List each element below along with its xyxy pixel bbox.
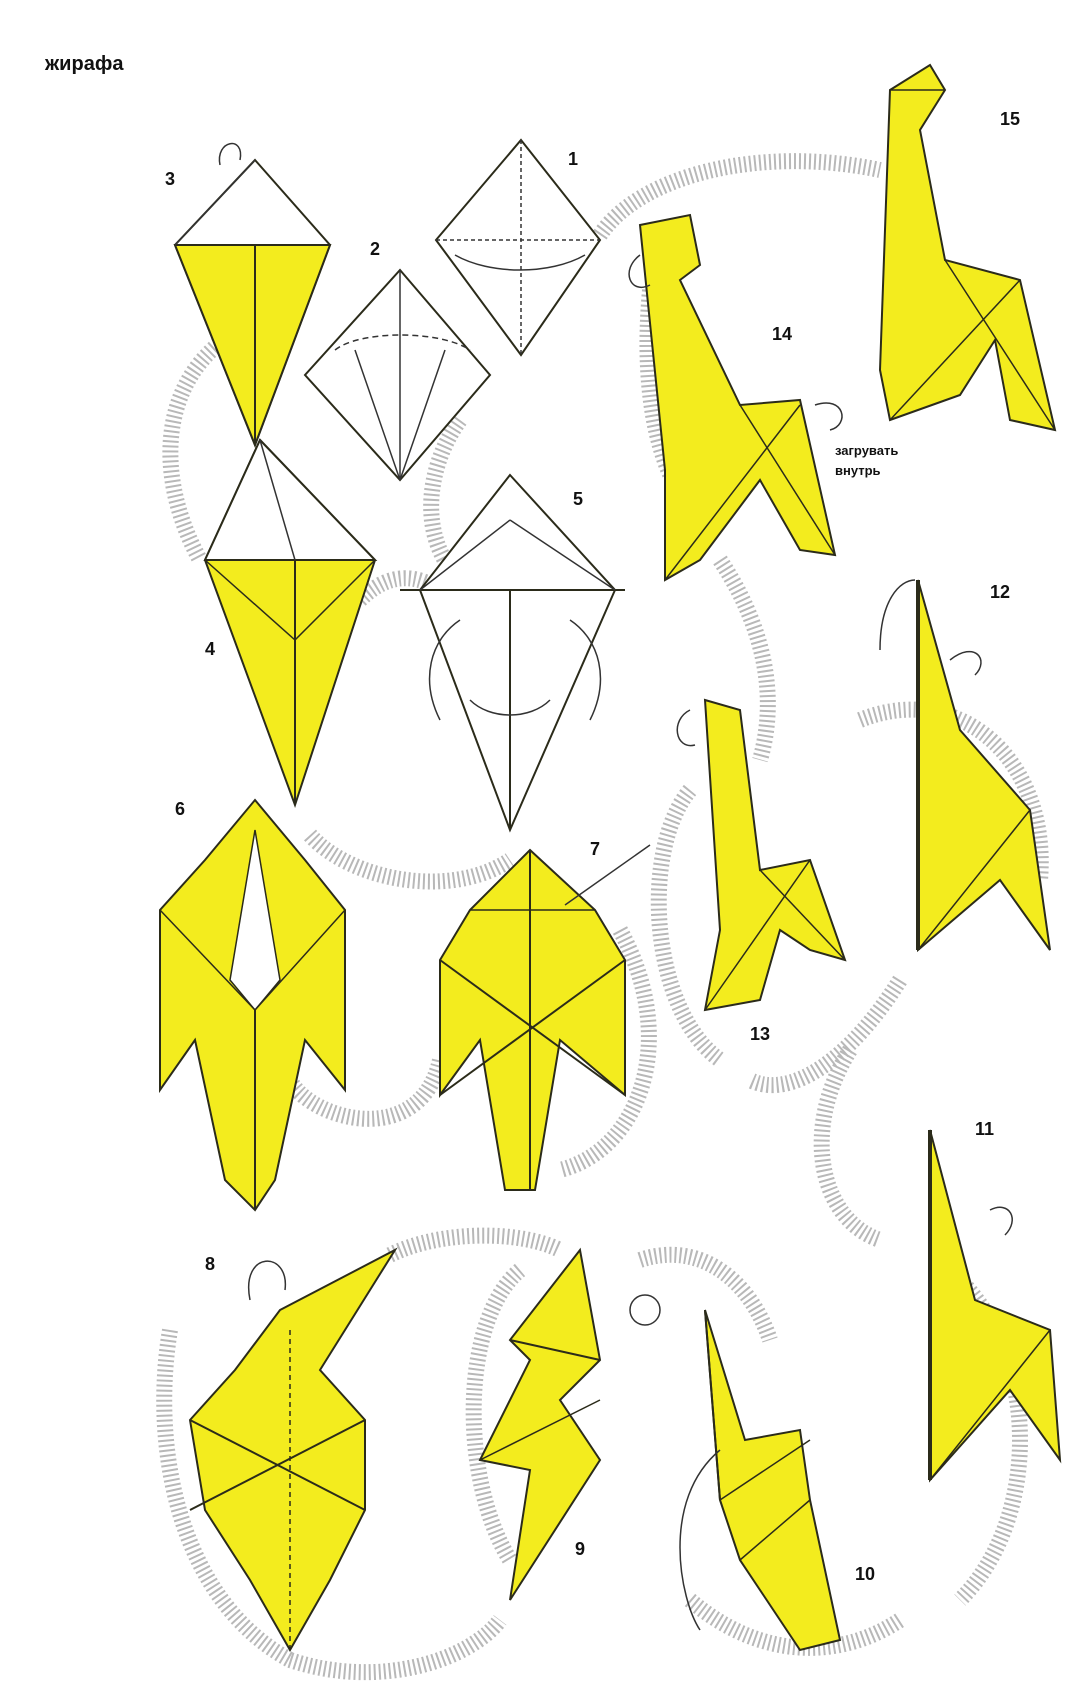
step-11-figure (930, 1130, 1060, 1480)
step-number-12: 12 (990, 582, 1010, 602)
step-number-5: 5 (573, 489, 583, 509)
step-number-10: 10 (855, 1564, 875, 1584)
step-4-figure (205, 440, 375, 805)
step-number-11: 11 (975, 1119, 994, 1139)
step-12-figure (880, 580, 1050, 950)
step-number-4: 4 (205, 639, 215, 659)
diagram-title: жирафа (44, 53, 124, 75)
step-number-2: 2 (370, 239, 380, 259)
track-13-loop (659, 790, 720, 1060)
step-14-figure (629, 215, 842, 580)
step-number-15: 15 (1000, 109, 1020, 129)
track-10 (640, 1255, 770, 1340)
step-number-6: 6 (175, 799, 185, 819)
step-14-note-line-1: загрувать (835, 443, 898, 458)
step-1-figure (436, 140, 600, 355)
step-number-1: 1 (568, 149, 578, 169)
step-number-3: 3 (165, 169, 175, 189)
track-12-13 (750, 980, 900, 1085)
step-13-figure (677, 700, 845, 1010)
step-6-figure (160, 800, 345, 1210)
step-14-note-line-2: внутрь (835, 463, 881, 478)
step-2-figure (305, 270, 490, 480)
step-15-figure (880, 65, 1055, 430)
step-7-figure (440, 845, 650, 1190)
track-5-6 (310, 835, 510, 882)
track-8-9 (390, 1236, 560, 1255)
step-number-7: 7 (590, 839, 600, 859)
step-number-9: 9 (575, 1539, 585, 1559)
step-number-8: 8 (205, 1254, 215, 1274)
track-bottom (290, 1620, 500, 1672)
step-3-figure (175, 144, 330, 445)
step-number-13: 13 (750, 1024, 770, 1044)
track-6-7 (290, 1060, 440, 1119)
step-5-figure (400, 475, 625, 830)
track-11-12 (822, 1050, 880, 1240)
step-number-14: 14 (772, 324, 792, 344)
step-8-figure (190, 1250, 395, 1650)
step-10-figure (680, 1310, 840, 1650)
